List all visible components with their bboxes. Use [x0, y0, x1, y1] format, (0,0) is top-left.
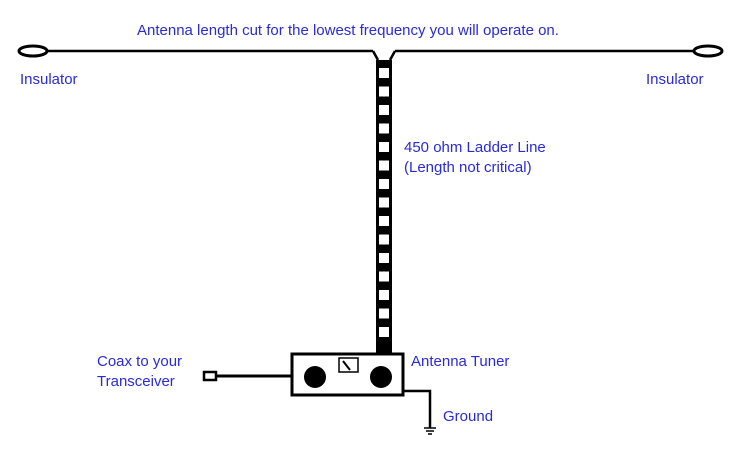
antenna-length-title: Antenna length cut for the lowest freque… [137, 22, 559, 39]
antenna-tuner-label: Antenna Tuner [411, 353, 510, 370]
ground-label: Ground [443, 408, 494, 425]
tuner-knob-right-icon [370, 366, 392, 388]
coax-label-line2: Transceiver [97, 373, 175, 390]
ladder-gap [379, 216, 389, 226]
ladder-gap [379, 234, 389, 245]
ladder-gap [379, 105, 389, 115]
ladder-line-label: 450 ohm Ladder Line [404, 139, 546, 156]
coax-label-line1: Coax to your [97, 353, 183, 370]
ladder-gap [379, 327, 389, 337]
ladder-gap [379, 160, 389, 171]
insulator-left-label: Insulator [20, 71, 78, 88]
coax-cable [202, 370, 291, 382]
ladder-gap [379, 68, 389, 78]
ladder-gap [379, 290, 389, 300]
insulator-right-label: Insulator [646, 71, 704, 88]
insulator-right-icon [692, 44, 724, 58]
ladder-gap [379, 197, 389, 208]
insulator-left-icon [17, 44, 49, 58]
tuner-knob-left-icon [304, 366, 326, 388]
ladder-line [376, 60, 392, 353]
ground-wire [403, 389, 432, 428]
ladder-gap [379, 271, 389, 282]
ladder-line-note: (Length not critical) [404, 159, 532, 176]
coax-connector-icon [202, 370, 218, 382]
ladder-gap [379, 179, 389, 189]
antenna-wire [48, 49, 693, 61]
ladder-gap [379, 253, 389, 263]
antenna-tuner [290, 352, 405, 397]
ladder-gap [379, 123, 389, 134]
ladder-gap [379, 308, 389, 319]
ladder-gap [379, 142, 389, 152]
ground-icon [424, 427, 436, 435]
meter-icon [338, 357, 359, 373]
ladder-gap [379, 86, 389, 97]
